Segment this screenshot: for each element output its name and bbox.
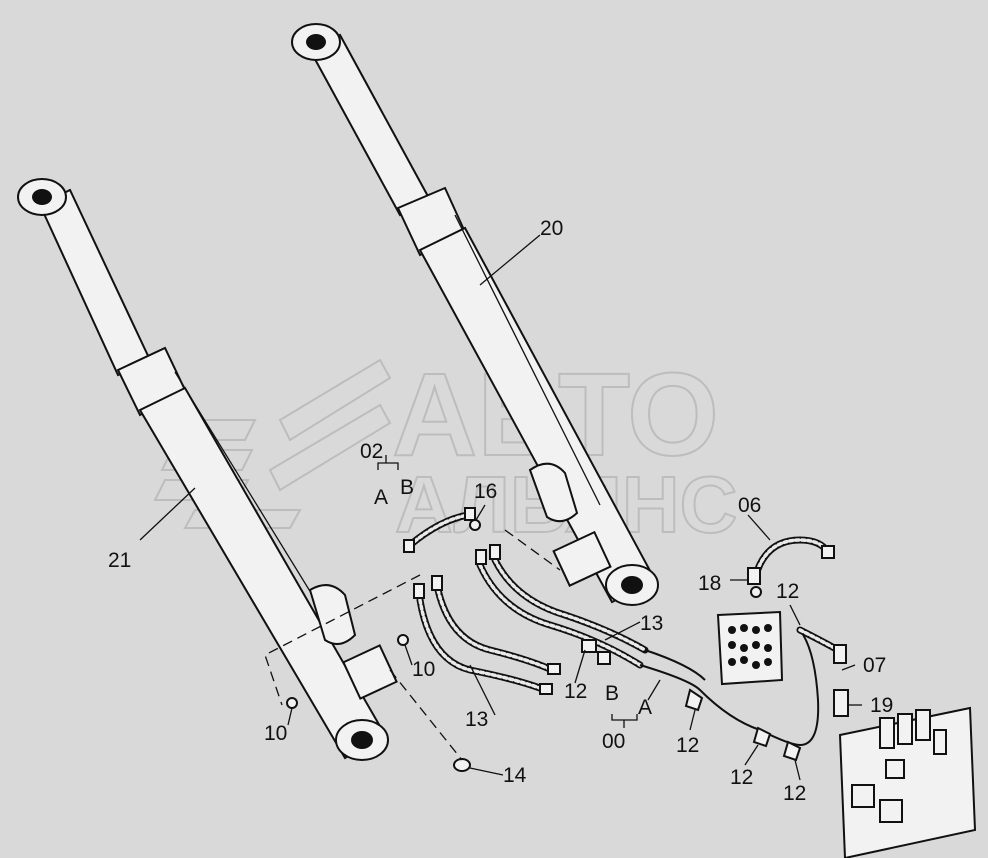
cylinder-20-top-eye-hole [306,34,326,50]
callout-12-a: 12 [776,580,799,603]
part-14-cap [453,758,471,772]
pilot-lines-00 [639,629,820,762]
part-19-fitting [833,689,849,717]
hose-fitting [833,644,847,664]
callout-07: 07 [863,654,886,677]
hose-fitting [539,683,553,695]
callout-13-a: 13 [640,612,663,635]
cylinder-21-valve-block [342,644,398,700]
hose-06 [747,536,835,598]
part-12-fitting [597,651,611,665]
part-16-fitting [469,519,481,531]
part-12-clamp [752,726,772,748]
hose-fitting [464,507,476,521]
callout-12-d: 12 [730,766,753,789]
callout-20: 20 [540,217,563,240]
part-12-fitting [581,639,597,653]
cylinder-21-pipe-loop [308,584,357,645]
hose-fitting [489,544,501,560]
callout-00-b: B [605,682,619,705]
valve-port [851,784,875,808]
part-12-clamp [684,688,704,712]
valve-spool [897,713,913,745]
valve-port [879,799,903,823]
callout-16: 16 [474,480,497,503]
hose-fitting [431,575,443,591]
callout-19: 19 [870,694,893,717]
hose-fitting [547,663,561,675]
hose-fitting [747,567,761,585]
leader-lines [139,234,862,781]
hose-set-13-left [413,575,561,695]
cylinder-21-bottom-eye-hole [351,731,373,749]
callout-12-c: 12 [676,734,699,757]
callout-06: 06 [738,494,761,517]
callout-13-b: 13 [465,708,488,731]
valve-spool [915,709,931,741]
hose-fitting [821,545,835,559]
hose-fitting [403,539,415,553]
part-10-fitting [397,634,409,646]
hose-fitting [475,549,487,565]
pilot-valve-block [716,610,784,686]
cylinder-20 [291,23,659,606]
cylinder-20-pipe [454,214,601,506]
valve-port [885,759,905,779]
callout-12-b: 12 [564,680,587,703]
callout-00-a: A [638,696,652,719]
callout-02-a: A [374,486,388,509]
cylinder-20-valve-block [552,530,612,587]
cylinder-21-top-eye-hole [32,189,52,205]
hose-set-02 [403,507,481,553]
callout-02: 02 [360,440,383,463]
callout-00: 00 [602,730,625,753]
valve-spool [879,717,895,749]
hose-07 [796,626,849,717]
hose-fitting [413,583,425,599]
callout-02-b: B [400,476,414,499]
cylinder-21-rod [38,188,152,377]
cylinder-20-bottom-eye-hole [621,576,643,594]
callout-18: 18 [698,572,721,595]
valve-spool [933,729,947,755]
callout-10-b: 10 [412,658,435,681]
cylinder-21 [17,178,398,761]
cylinder-20-rod [308,33,432,217]
part-18-fitting [750,586,762,598]
main-control-valve [838,706,977,858]
bracket-00 [611,714,638,721]
callout-10-a: 10 [264,722,287,745]
part-10-fitting [286,697,298,709]
callout-21: 21 [108,549,131,572]
cylinder-20-pipe-loop [528,462,579,523]
bracket-02 [377,462,399,470]
callout-14: 14 [503,764,527,787]
callout-labels: 20 21 02 A B 16 06 18 12 13 07 19 10 10 … [108,217,893,805]
part-12-clamp [782,740,802,762]
callout-12-e: 12 [783,782,806,805]
hose-set-13-center [475,544,649,669]
cylinder-21-barrel [138,386,387,760]
